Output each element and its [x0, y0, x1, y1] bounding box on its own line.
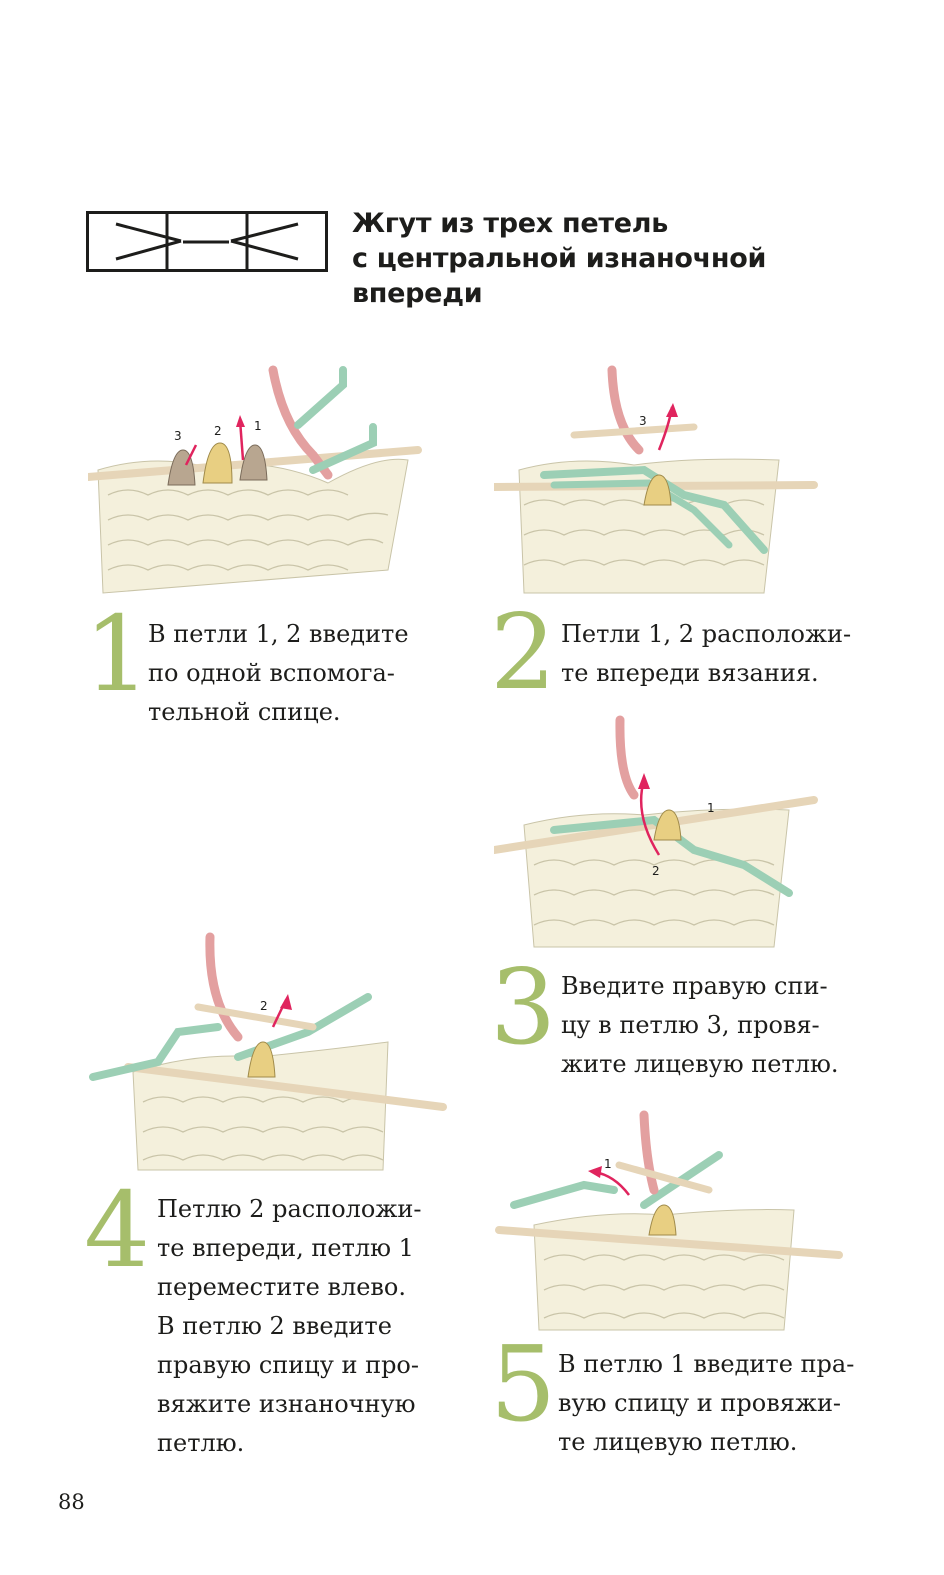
- step-line: вяжите изнаночную: [157, 1390, 416, 1418]
- step-line: те впереди вязания.: [561, 659, 819, 687]
- step-line: Петли 1, 2 расположи-: [561, 620, 852, 648]
- step-2-illustration: 3: [494, 365, 818, 594]
- title-line: впереди: [352, 278, 483, 309]
- step-line: переместите влево.: [157, 1273, 407, 1301]
- step-line: вую спицу и провяжи-: [558, 1389, 842, 1417]
- stitch-label: 2: [652, 864, 660, 878]
- stitch-label: 1: [254, 419, 262, 433]
- page-title: Жгут из трех петель с центральной изнано…: [352, 206, 912, 311]
- step-5-number: 5: [490, 1323, 557, 1445]
- step-5-text: В петлю 1 введите пра- вую спицу и провя…: [558, 1345, 854, 1462]
- step-3-number: 3: [490, 946, 557, 1068]
- step-line: правую спицу и про-: [157, 1351, 419, 1379]
- page-number: 88: [58, 1490, 85, 1514]
- step-4-illustration: 2: [89, 932, 447, 1171]
- stitch-label: 1: [604, 1157, 612, 1171]
- step-1-text: В петли 1, 2 введите по одной вспомога- …: [148, 615, 409, 732]
- step-4-text: Петлю 2 расположи- те впереди, петлю 1 п…: [157, 1190, 422, 1463]
- step-line: жите лицевую петлю.: [561, 1050, 839, 1078]
- step-line: по одной вспомога-: [148, 659, 395, 687]
- step-line: Петлю 2 расположи-: [157, 1195, 422, 1223]
- step-line: Введите правую спи-: [561, 972, 828, 1000]
- step-line: петлю.: [157, 1429, 245, 1457]
- stitch-label: 3: [639, 414, 647, 428]
- step-3-text: Введите правую спи- цу в петлю 3, провя-…: [561, 967, 838, 1084]
- step-4-number: 4: [84, 1169, 151, 1291]
- step-5-illustration: 1: [495, 1110, 843, 1331]
- step-line: В петли 1, 2 введите: [148, 620, 409, 648]
- step-1-illustration: 3 2 1: [88, 365, 422, 594]
- stitch-label: 3: [174, 429, 182, 443]
- step-1-number: 1: [84, 593, 151, 715]
- step-line: цу в петлю 3, провя-: [561, 1011, 820, 1039]
- step-line: те лицевую петлю.: [558, 1428, 798, 1456]
- cable-chart-symbol-icon: [86, 211, 328, 272]
- step-2-number: 2: [490, 591, 557, 713]
- stitch-label: 1: [707, 801, 715, 815]
- step-line: В петлю 2 введите: [157, 1312, 392, 1340]
- step-line: те впереди, петлю 1: [157, 1234, 414, 1262]
- step-2-text: Петли 1, 2 расположи- те впереди вязания…: [561, 615, 851, 693]
- stitch-label: 2: [260, 999, 268, 1013]
- step-line: тельной спице.: [148, 698, 341, 726]
- title-line: Жгут из трех петель: [352, 208, 668, 239]
- stitch-label: 2: [214, 424, 222, 438]
- step-3-illustration: 2 1: [494, 715, 818, 948]
- step-line: В петлю 1 введите пра-: [558, 1350, 855, 1378]
- title-line: с центральной изнаночной: [352, 243, 767, 274]
